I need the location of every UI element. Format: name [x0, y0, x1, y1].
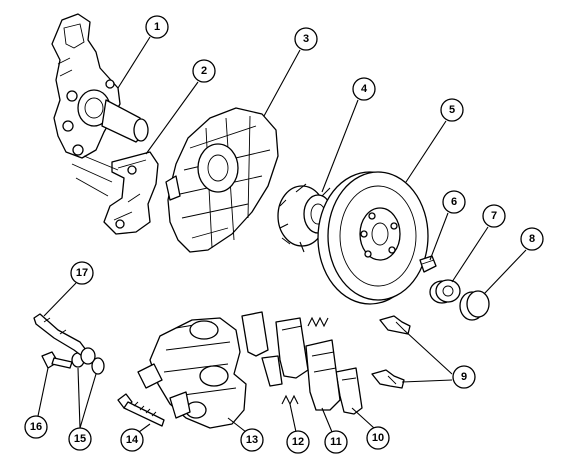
- part-splash-shield: [165, 107, 279, 253]
- part-caliper-guide-bolt: [117, 393, 165, 427]
- callout-17: 17: [70, 261, 94, 285]
- part-sealing-washers: [71, 352, 105, 375]
- part-brake-caliper: [137, 317, 247, 429]
- callout-17-label: 17: [76, 267, 88, 279]
- part-caliper-anchor-bracket: [103, 151, 159, 235]
- callout-9: 9: [452, 365, 476, 389]
- part-brake-pad-set: [241, 311, 341, 411]
- callout-12: 12: [286, 430, 310, 454]
- callout-13-label: 13: [246, 434, 258, 446]
- callout-16-label: 16: [30, 421, 42, 433]
- callout-10: 10: [366, 426, 390, 450]
- part-outer-brake-pad: [335, 367, 363, 415]
- callout-4-label: 4: [361, 83, 368, 95]
- callout-14-label: 14: [126, 434, 139, 446]
- part-banjo-bolt: [41, 351, 73, 369]
- callout-16: 16: [24, 415, 48, 439]
- part-hub-nut: [429, 279, 461, 304]
- part-dust-cap: [459, 290, 490, 321]
- callout-6-label: 6: [451, 196, 457, 208]
- callout-2-label: 2: [201, 65, 207, 77]
- callout-9-label: 9: [461, 371, 467, 383]
- callout-6: 6: [442, 190, 466, 214]
- part-steering-knuckle: [51, 13, 149, 159]
- callout-13: 13: [240, 428, 264, 452]
- callout-1-label: 1: [154, 21, 160, 33]
- part-brake-hose: [33, 313, 96, 365]
- callout-14: 14: [120, 428, 144, 452]
- callout-4: 4: [352, 77, 376, 101]
- callout-7-label: 7: [491, 210, 497, 222]
- callout-8-label: 8: [529, 233, 535, 245]
- callout-3-label: 3: [303, 33, 309, 45]
- callout-11-label: 11: [330, 436, 342, 448]
- part-caliper-pins: [371, 315, 411, 389]
- callout-11: 11: [324, 430, 348, 454]
- callout-10-label: 10: [372, 432, 384, 444]
- callout-2: 2: [192, 59, 216, 83]
- leader-lines: [37, 36, 527, 433]
- part-brake-disc: [317, 171, 429, 305]
- callout-8: 8: [520, 227, 544, 251]
- callout-15-label: 15: [74, 433, 86, 445]
- callout-5: 5: [440, 98, 464, 122]
- callout-7: 7: [482, 204, 506, 228]
- callout-12-label: 12: [292, 436, 304, 448]
- callout-5-label: 5: [449, 104, 455, 116]
- callout-15: 15: [68, 427, 92, 451]
- callout-3: 3: [294, 27, 318, 51]
- part-hub-nut-small: [419, 255, 437, 273]
- callout-1: 1: [145, 15, 169, 39]
